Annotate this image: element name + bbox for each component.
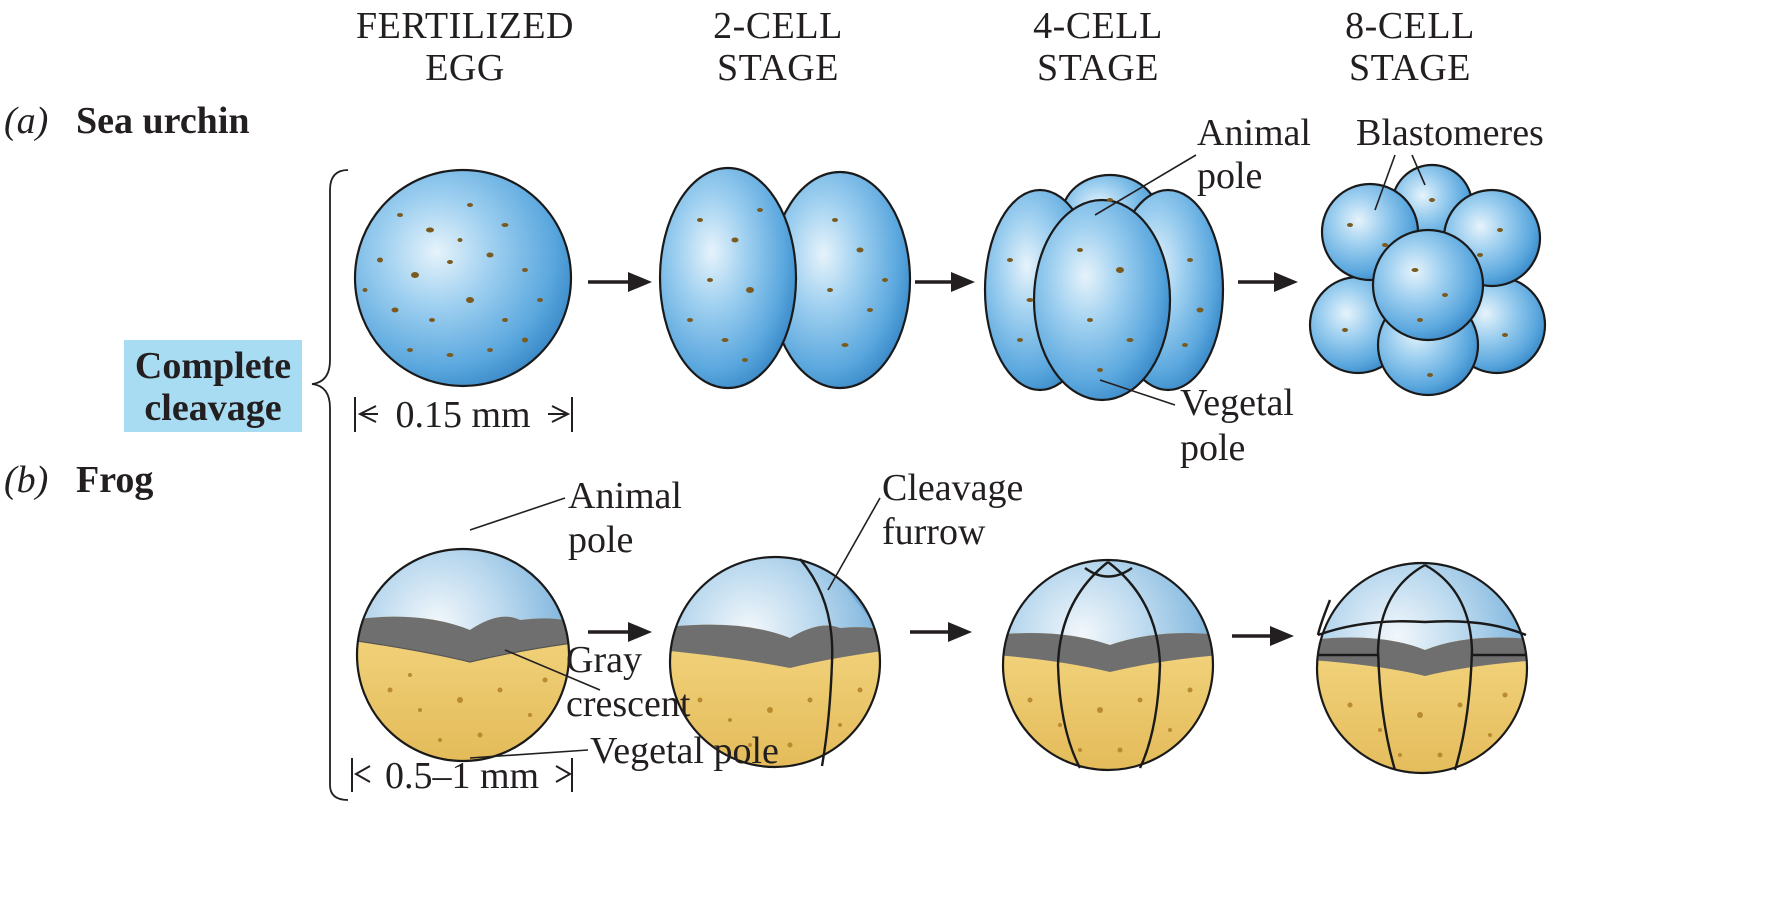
frog-scale-bar: 0.5–1 mm bbox=[352, 755, 572, 797]
urchin-arrow-3 bbox=[1238, 272, 1298, 292]
svg-text:Vegetal: Vegetal bbox=[1180, 382, 1294, 424]
svg-text:Blastomeres: Blastomeres bbox=[1356, 112, 1544, 154]
frog-fertilized-egg bbox=[350, 549, 580, 770]
grouping-brace bbox=[312, 170, 348, 800]
svg-text:STAGE: STAGE bbox=[717, 47, 839, 89]
svg-text:0.5–1 mm: 0.5–1 mm bbox=[385, 755, 539, 797]
urchin-scale-bar: 0.15 mm bbox=[355, 394, 572, 436]
svg-text:0.15 mm: 0.15 mm bbox=[395, 394, 530, 436]
urchin-arrow-2 bbox=[915, 272, 975, 292]
row-label-sea-urchin: (a) Sea urchin bbox=[4, 100, 250, 142]
frog-4-cell bbox=[995, 560, 1220, 780]
svg-text:Gray: Gray bbox=[566, 639, 642, 681]
complete-cleavage-label: Complete cleavage bbox=[124, 340, 302, 432]
urchin-8-cell bbox=[1310, 165, 1545, 395]
urchin-fertilized-egg bbox=[355, 170, 571, 386]
column-header-4-cell: 4-CELL STAGE bbox=[1033, 5, 1163, 89]
frog-arrow-2 bbox=[910, 622, 972, 642]
svg-text:pole: pole bbox=[568, 519, 633, 561]
svg-text:8-CELL: 8-CELL bbox=[1345, 5, 1475, 47]
label-frog-animal-pole: Animal pole bbox=[470, 475, 682, 561]
svg-text:Complete: Complete bbox=[135, 345, 291, 387]
svg-text:pole: pole bbox=[1180, 427, 1245, 469]
svg-text:STAGE: STAGE bbox=[1037, 47, 1159, 89]
svg-text:FERTILIZED: FERTILIZED bbox=[356, 5, 574, 47]
svg-text:EGG: EGG bbox=[425, 47, 505, 89]
svg-text:Sea urchin: Sea urchin bbox=[76, 100, 250, 142]
svg-text:cleavage: cleavage bbox=[144, 387, 281, 429]
svg-text:4-CELL: 4-CELL bbox=[1033, 5, 1163, 47]
urchin-2-cell bbox=[660, 168, 910, 388]
frog-arrow-3 bbox=[1232, 626, 1294, 646]
svg-text:2-CELL: 2-CELL bbox=[713, 5, 843, 47]
svg-text:Vegetal pole: Vegetal pole bbox=[590, 730, 779, 772]
svg-text:Animal: Animal bbox=[1197, 112, 1311, 154]
svg-text:Frog: Frog bbox=[76, 459, 153, 501]
column-header-2-cell: 2-CELL STAGE bbox=[713, 5, 843, 89]
urchin-arrow-1 bbox=[588, 272, 652, 292]
label-urchin-vegetal-pole: Vegetal pole bbox=[1100, 380, 1294, 469]
svg-text:Animal: Animal bbox=[568, 475, 682, 517]
svg-text:STAGE: STAGE bbox=[1349, 47, 1471, 89]
svg-text:furrow: furrow bbox=[882, 511, 986, 553]
frog-8-cell bbox=[1310, 563, 1540, 790]
svg-text:Cleavage: Cleavage bbox=[882, 467, 1023, 509]
column-header-8-cell: 8-CELL STAGE bbox=[1345, 5, 1475, 89]
svg-text:(b): (b) bbox=[4, 459, 48, 501]
svg-text:(a): (a) bbox=[4, 100, 48, 142]
svg-text:pole: pole bbox=[1197, 155, 1262, 197]
column-header-fertilized-egg: FERTILIZED EGG bbox=[356, 5, 574, 89]
svg-text:crescent: crescent bbox=[566, 683, 691, 725]
row-label-frog: (b) Frog bbox=[4, 459, 153, 501]
label-cleavage-furrow: Cleavage furrow bbox=[828, 467, 1023, 590]
